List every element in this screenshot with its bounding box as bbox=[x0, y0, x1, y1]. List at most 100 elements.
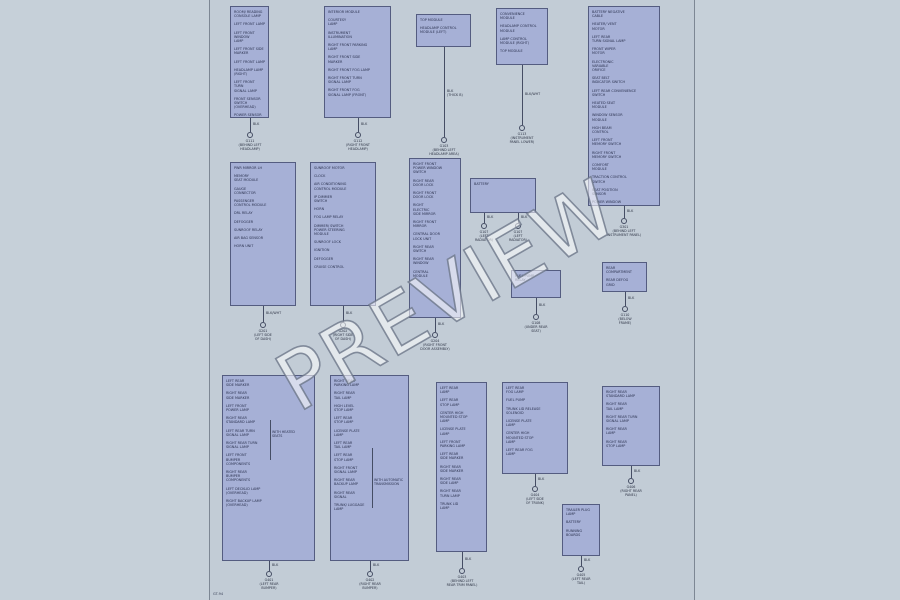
component-label: DEFOGGER bbox=[314, 256, 334, 261]
component-label: DEFOGGER bbox=[234, 219, 254, 224]
component-label: RIGHT REAR BACKUP LAMP bbox=[334, 478, 358, 487]
ground-point-icon bbox=[533, 314, 539, 320]
component-label: IP DIMMER SWITCH bbox=[314, 194, 333, 204]
component-box: BATTERY bbox=[470, 178, 536, 213]
component-label: POWER SENSOR RELAY bbox=[234, 113, 262, 118]
ground-point-icon bbox=[441, 137, 447, 143]
ground-point-icon bbox=[578, 566, 584, 572]
component-label: LEFT REAR TURN SIGNAL LAMP bbox=[592, 34, 626, 44]
wire-color-label: BLK bbox=[584, 558, 591, 562]
ground-point-icon bbox=[519, 125, 525, 131]
component-label: LEFT REAR TURN SIGNAL LAMP bbox=[226, 428, 255, 437]
component-label: LEFT REAR STOP LAMP bbox=[440, 398, 460, 407]
component-label: RIGHT FRONT SIDE MARKER bbox=[328, 55, 361, 64]
component-label: FRONT SENSOR SWITCH (OVERHEAD) bbox=[234, 96, 261, 110]
component-label: RIGHT REAR STANDARD LAMP bbox=[606, 390, 635, 399]
component-label: HORN UNIT bbox=[234, 244, 254, 249]
ground-point-icon bbox=[459, 568, 465, 574]
component-label: HEADLAMP CONTROL MODULE bbox=[500, 24, 537, 33]
ground-wire bbox=[462, 552, 463, 568]
component-label: AIR BAG SENSOR bbox=[234, 236, 264, 241]
component-label: RIGHT REAR LAMP bbox=[606, 427, 627, 436]
component-label: IGNITION bbox=[314, 248, 330, 253]
page-number: GT-94 bbox=[213, 592, 224, 596]
ground-location-label: G301 (BEHIND LEFT INSTRUMENT PANEL) bbox=[606, 225, 642, 237]
ground-location-label: G108 (UNDER REAR SEAT) bbox=[524, 321, 548, 333]
ground-wire bbox=[631, 466, 632, 478]
component-label: LEFT REAR LAMP bbox=[440, 386, 459, 395]
component-label: LAMP CONTROL MODULE (RIGHT) bbox=[500, 36, 530, 46]
component-label: RIGHT FRONT DOOR LOCK bbox=[413, 191, 437, 200]
ground-point-icon bbox=[628, 478, 634, 484]
component-label: TRACTION CONTROL SWITCH bbox=[592, 175, 627, 184]
component-label: RIGHT REAR BUMPER COMPONENTS bbox=[226, 470, 251, 483]
ground-location-label: G113 (INSTRUMENT PANEL LOWER) bbox=[509, 132, 535, 144]
component-label: LEFT FRONT WINDOW LAMP bbox=[234, 30, 255, 44]
ground-point-icon bbox=[260, 322, 266, 328]
ground-wire bbox=[269, 561, 270, 571]
ground-wire bbox=[444, 47, 445, 137]
ground-wire bbox=[522, 65, 523, 125]
ground-point-icon bbox=[515, 223, 521, 229]
component-label: HORN bbox=[314, 207, 325, 212]
ground-point-icon bbox=[367, 571, 373, 577]
component-label: LEFT FRONT POWER LAMP bbox=[226, 403, 249, 413]
component-label: CRUISE CONTROL bbox=[314, 264, 345, 269]
component-label: CENTRAL MODULE bbox=[413, 269, 429, 278]
component-label: SUNROOF RELAY bbox=[234, 227, 263, 232]
ground-wire bbox=[263, 306, 264, 322]
ground-point-icon bbox=[481, 223, 487, 229]
note-bracket bbox=[270, 420, 271, 460]
component-label: LICENSE PLATE LAMP bbox=[440, 427, 466, 436]
ground-location-label: G107 (LEFT RADIATOR) bbox=[474, 230, 494, 242]
component-label: BATTERY bbox=[474, 182, 489, 186]
condition-note: WITH AUTOMATIC TRANSMISSION bbox=[374, 478, 404, 486]
component-label: TRUNK LID LAMP bbox=[440, 501, 459, 511]
wire-color-label: BLK bbox=[373, 563, 380, 567]
component-label: WINDOW SENSOR MODULE bbox=[592, 113, 623, 122]
component-label: TRUNK LID RELEASE SOLENOID bbox=[506, 406, 541, 415]
component-label: LEFT REAR TAIL LAMP bbox=[334, 441, 353, 450]
component-label: RIGHT REAR SWITCH bbox=[413, 244, 434, 254]
wire-color-label: BLK bbox=[361, 122, 368, 126]
component-label: FOG LAMP RELAY bbox=[314, 215, 344, 220]
wire-color-label: BLK (THICK B) bbox=[447, 89, 463, 97]
ground-location-label: G406 (RIGHT REAR PANEL) bbox=[620, 485, 642, 497]
ground-wire bbox=[624, 206, 625, 218]
ground-wire bbox=[518, 213, 519, 223]
wire-color-label: BLK bbox=[628, 296, 635, 300]
component-label: RIGHT REAR DOOR LOCK bbox=[413, 178, 434, 187]
component-label: SEAT BELT INDICATOR SWITCH bbox=[592, 76, 626, 85]
wire-color-label: BLK/WHT bbox=[525, 92, 541, 96]
ground-location-label: G107 (LEFT RADIATOR) bbox=[508, 230, 528, 242]
component-label: RIGHT FRONT SIGNAL LAMP bbox=[334, 465, 358, 475]
component-label: PWR MIRROR LH bbox=[234, 166, 263, 170]
component-label: RIGHT FRONT FOG LAMP bbox=[328, 67, 370, 72]
ground-wire bbox=[250, 118, 251, 132]
component-label: POWER WINDOW MASTER bbox=[592, 200, 622, 205]
component-label: PASSENGER CONTROL MODULE bbox=[234, 199, 267, 208]
component-label: RIGHT REAR WINDOW bbox=[413, 257, 434, 266]
component-label: BATTERY NEGATIVE CABLE bbox=[592, 10, 625, 19]
component-label: DIMMER/ SWITCH POWER STEERING MODULE bbox=[314, 223, 345, 237]
component-label: LEFT REAR STOP LAMP bbox=[334, 416, 354, 425]
condition-note: WITH HEATED SEATS bbox=[272, 430, 295, 438]
component-label: RIGHT REAR SIDE MARKER bbox=[226, 391, 250, 400]
wire-color-label: BLK bbox=[634, 469, 641, 473]
component-label: TOP MODULE bbox=[500, 49, 523, 54]
component-label: RIGHT FRONT PARKING LAMP bbox=[328, 43, 368, 52]
ground-wire bbox=[358, 118, 359, 132]
component-label: MEMORY SEAT MODULE bbox=[234, 174, 259, 183]
component-label: RIGHT REAR TURN SIGNAL LAMP bbox=[606, 414, 638, 424]
component-label: LEFT REAR SIDE MARKER bbox=[440, 452, 464, 461]
ground-wire bbox=[581, 556, 582, 566]
component-label: RIGHT FRONT TURN SIGNAL LAMP bbox=[328, 76, 362, 85]
component-label: TRAILER PLUG LAMP bbox=[566, 508, 590, 517]
component-label: HEADLAMP CONTROL MODULE (LEFT) bbox=[420, 26, 457, 35]
component-label: REAR DEFOG GRID bbox=[606, 278, 629, 287]
component-label: TOP MODULE bbox=[420, 18, 443, 22]
